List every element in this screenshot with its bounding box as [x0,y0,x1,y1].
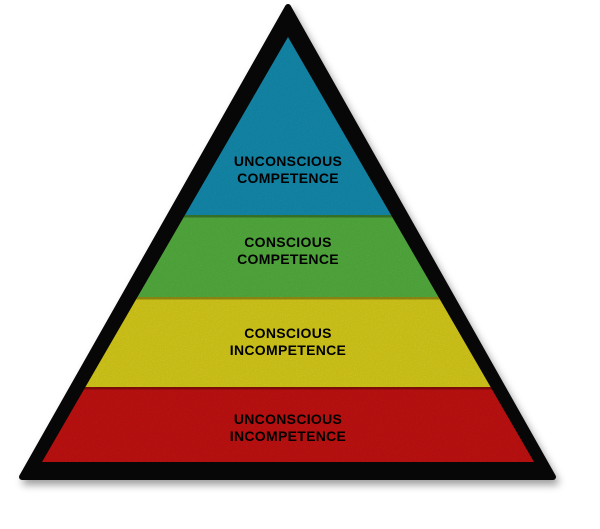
pyramid-outline-stroke [19,4,556,480]
texture-overlay [42,37,534,462]
